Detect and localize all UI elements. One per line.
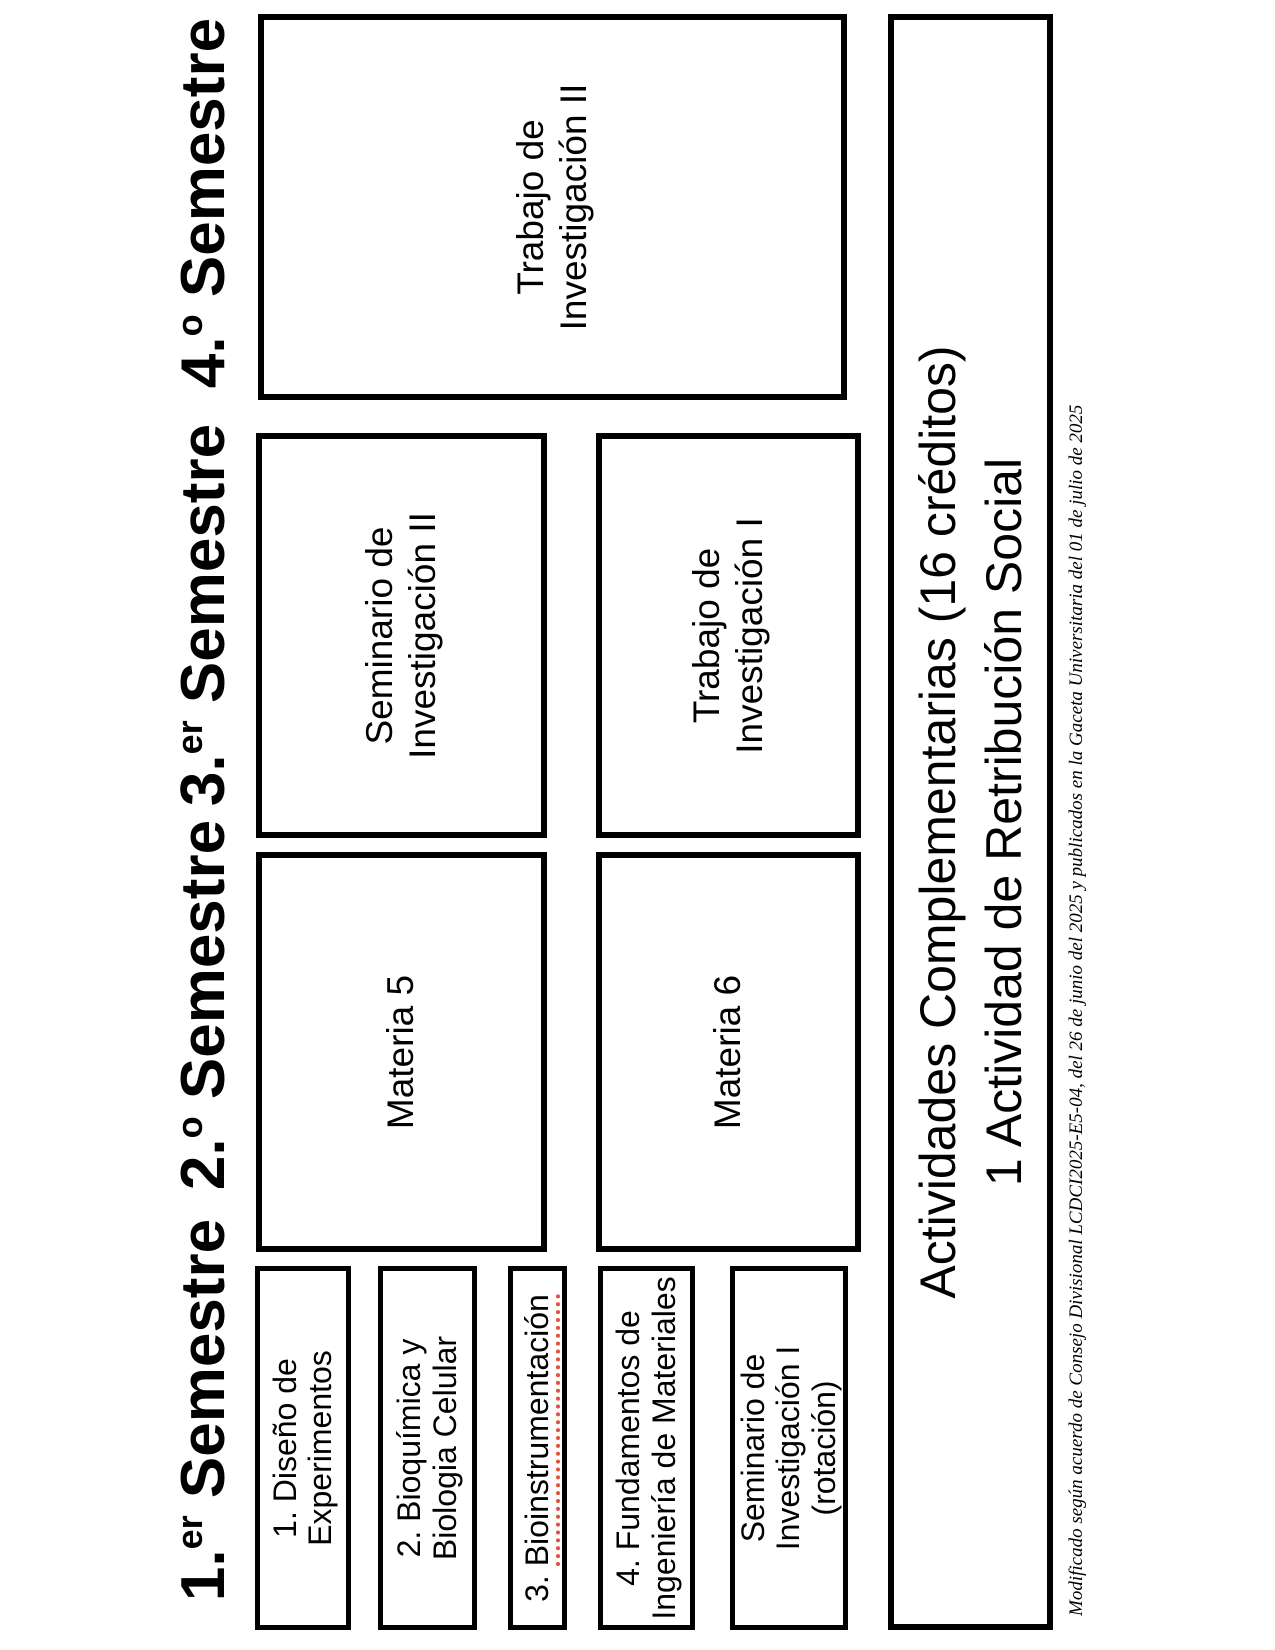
course-line: Experimentos: [302, 1350, 338, 1546]
header-ordinal-suffix: er: [169, 1515, 210, 1550]
course-line: 1. Diseño de: [266, 1358, 303, 1538]
course-line: Materia 6: [707, 974, 749, 1130]
course-line: Investigación II: [552, 83, 594, 331]
course-box-fundamentos-ingenieria-materiales: 4. Fundamentos de Ingeniería de Material…: [598, 1266, 695, 1630]
course-box-materia-5: Materia 5: [256, 852, 547, 1252]
header-semestre-1: 1.er Semestre: [152, 1190, 238, 1630]
complementary-activities-box: Actividades Complementarias (16 créditos…: [888, 14, 1053, 1630]
course-line: Seminario de: [735, 1353, 772, 1543]
header-word: Semestre: [169, 423, 238, 721]
header-semestre-2: 2.o Semestre: [152, 810, 238, 1200]
course-line: Ingeniería de Materiales: [645, 1276, 682, 1620]
course-line: Materia 5: [380, 974, 422, 1130]
course-line: Biologia Celular: [426, 1335, 463, 1561]
course-line: Investigación II: [401, 512, 443, 759]
misspelled-word-underline: Bioinstrumentación: [518, 1294, 560, 1567]
course-line: Investigación I: [728, 517, 770, 754]
modification-footnote: Modificado según acuerdo de Consejo Divi…: [1066, 404, 1087, 1616]
course-line: 4. Fundamentos de: [610, 1310, 647, 1586]
header-semestre-3: 3.er Semestre: [152, 415, 238, 815]
header-ordinal: 3.: [169, 754, 238, 807]
course-line: Trabajo de: [509, 119, 551, 295]
complementary-line: 1 Actividad de Retribución Social: [975, 457, 1032, 1187]
course-box-bioinstrumentacion: 3. Bioinstrumentación: [508, 1266, 567, 1630]
course-box-trabajo-investigacion-2: Trabajo de Investigación II: [258, 14, 847, 400]
course-line: (rotación): [805, 1380, 842, 1516]
course-box-seminario-investigacion-2: Seminario de Investigación II: [256, 433, 547, 838]
header-word: Semestre: [169, 17, 238, 315]
course-line: 3. Bioinstrumentación: [518, 1294, 560, 1602]
header-ordinal-suffix: o: [169, 1116, 210, 1139]
course-box-bioquimica-biologia-celular: 2. Bioquímica y Biologia Celular: [378, 1266, 477, 1630]
header-semestre-4: 4.o Semestre: [152, 14, 238, 392]
header-ordinal: 1.: [169, 1549, 238, 1602]
header-word: Semestre: [169, 819, 238, 1117]
course-box-trabajo-investigacion-1: Trabajo de Investigación I: [596, 433, 861, 838]
header-ordinal: 2.: [169, 1138, 238, 1191]
course-box-diseno-de-experimentos: 1. Diseño de Experimentos: [255, 1266, 351, 1630]
header-ordinal-suffix: er: [169, 720, 210, 755]
header-ordinal: 4.: [169, 336, 238, 389]
course-number-prefix: 3.: [518, 1566, 555, 1602]
course-box-seminario-investigacion-1-rotacion: Seminario de Investigación I (rotación): [730, 1266, 848, 1630]
course-line: Trabajo de: [685, 547, 727, 724]
course-box-materia-6: Materia 6: [596, 852, 861, 1252]
course-line: Seminario de: [358, 526, 400, 745]
header-ordinal-suffix: o: [169, 314, 210, 337]
header-word: Semestre: [169, 1218, 238, 1516]
complementary-line: Actividades Complementarias (16 créditos…: [909, 345, 966, 1299]
course-line: 2. Bioquímica y: [391, 1338, 428, 1558]
course-line: Investigación I: [770, 1345, 807, 1551]
